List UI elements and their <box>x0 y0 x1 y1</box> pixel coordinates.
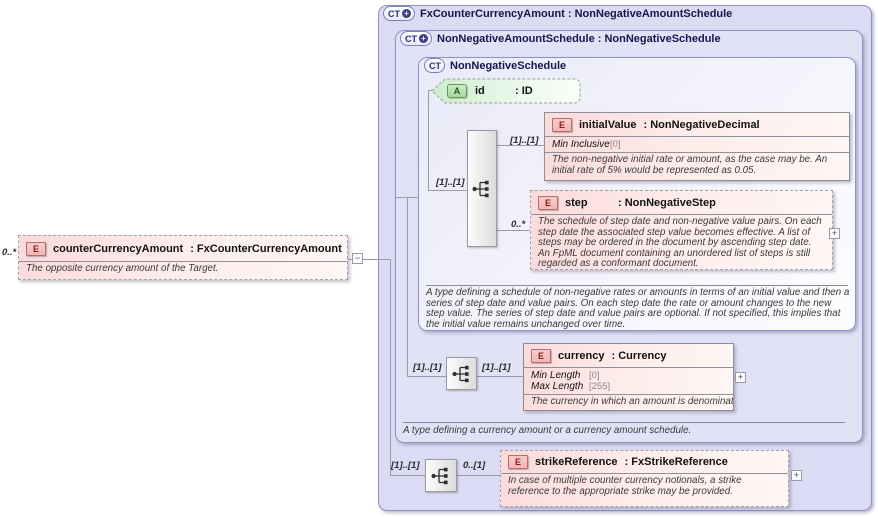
fx-type-header: CT + FxCounterCurrencyAmount : NonNegati… <box>383 6 732 21</box>
element-badge: E <box>552 117 572 132</box>
cardinality-label: 0..* <box>2 247 17 258</box>
element-description: The opposite currency amount of the Targ… <box>26 263 219 274</box>
nns-type-title: NonNegativeSchedule <box>450 59 567 72</box>
connector-line <box>497 230 530 231</box>
element-header: E currency : Currency <box>524 344 733 368</box>
element-initial-value[interactable]: E initialValue : NonNegativeDecimal Min … <box>544 112 850 181</box>
facet-list: Min Inclusive [0] <box>545 137 849 153</box>
facet-value: [0] <box>589 370 600 381</box>
cardinality-label: [1]..[1] <box>510 135 539 146</box>
sequence-compositor[interactable] <box>446 357 477 390</box>
element-type: : NonNegativeStep <box>618 196 716 209</box>
connector-line <box>390 475 425 476</box>
cardinality-label: 0..[1] <box>463 460 486 471</box>
expand-toggle-currency[interactable]: + <box>735 372 746 383</box>
badge-label: CT <box>429 60 441 71</box>
facet-label: Max Length <box>531 381 584 392</box>
element-currency[interactable]: E currency : Currency Min Length [0] Max… <box>523 343 734 411</box>
sequence-icon <box>431 467 448 484</box>
attribute-type: : ID <box>515 85 533 97</box>
connector-line <box>395 197 418 198</box>
facet-list: Min Length [0] Max Length [255] <box>524 368 733 395</box>
expand-toggle-strike-reference[interactable]: + <box>791 470 802 481</box>
element-name: currency <box>558 349 605 362</box>
facet-label: Min Length <box>531 370 581 381</box>
connector-line <box>428 90 429 191</box>
nns-type-description: A type defining a schedule of non-negati… <box>426 287 850 330</box>
complex-type-badge: CT + <box>383 6 415 21</box>
cardinality-label: 0..* <box>511 219 526 230</box>
element-badge: E <box>26 241 46 256</box>
element-type: : Currency <box>611 349 667 362</box>
badge-label: CT <box>388 8 400 19</box>
element-header: E initialValue : NonNegativeDecimal <box>545 113 849 137</box>
nnas-type-header: CT + NonNegativeAmountSchedule : NonNega… <box>400 31 721 46</box>
cardinality-label: [1]..[1] <box>482 362 511 373</box>
cardinality-label: [1]..[1] <box>413 362 442 373</box>
facet-row: Max Length [255] <box>531 381 726 392</box>
sequence-compositor[interactable] <box>425 459 457 492</box>
derived-plus-icon[interactable]: + <box>419 34 428 43</box>
attribute-id-row: A id : ID <box>447 84 533 98</box>
element-type: : FxCounterCurrencyAmount <box>190 242 342 255</box>
element-name: initialValue <box>579 118 637 131</box>
sequence-compositor[interactable] <box>467 130 497 247</box>
cardinality-label: [1]..[1] <box>436 177 465 188</box>
attribute-badge: A <box>447 84 467 98</box>
facet-label: Min Inclusive <box>552 139 610 150</box>
element-counter-currency-amount[interactable]: E counterCurrencyAmount : FxCounterCurre… <box>18 235 348 280</box>
nns-type-header: CT NonNegativeSchedule <box>424 58 566 73</box>
badge-label: CT <box>405 33 417 44</box>
attribute-name: id <box>475 85 485 97</box>
facet-value: [255] <box>589 381 611 392</box>
sequence-icon <box>472 180 489 197</box>
complex-type-badge: CT + <box>400 31 432 46</box>
element-name: counterCurrencyAmount <box>53 242 184 255</box>
facet-value: [0] <box>610 139 621 150</box>
element-strike-reference[interactable]: E strikeReference : FxStrikeReference In… <box>500 450 789 507</box>
divider <box>403 422 845 423</box>
element-header: E strikeReference : FxStrikeReference <box>501 451 788 474</box>
derived-plus-icon[interactable]: + <box>402 9 411 18</box>
element-description: The currency in which an amount is denom… <box>531 396 734 407</box>
connector-line <box>497 145 544 146</box>
element-badge: E <box>508 455 528 469</box>
element-name: step <box>565 196 588 209</box>
expand-toggle-step[interactable]: + <box>829 228 840 239</box>
attribute-id-shape[interactable] <box>431 77 583 105</box>
facet-row: Min Length [0] <box>531 370 726 381</box>
divider <box>426 285 848 286</box>
cardinality-label: [1]..[1] <box>391 460 420 471</box>
facet-row: Min Inclusive [0] <box>552 139 842 150</box>
element-step[interactable]: E step : NonNegativeStep The schedule of… <box>530 190 833 270</box>
connector-line <box>428 190 467 191</box>
collapse-toggle[interactable]: − <box>352 253 363 264</box>
element-description: The schedule of step date and non-negati… <box>538 216 822 269</box>
element-type: : FxStrikeReference <box>624 456 728 468</box>
connector-line <box>407 197 408 377</box>
element-header: E counterCurrencyAmount : FxCounterCurre… <box>19 236 347 262</box>
element-description: In case of multiple counter currency not… <box>508 475 742 497</box>
fx-type-title: FxCounterCurrencyAmount : NonNegativeAmo… <box>420 7 733 20</box>
connector-line <box>477 376 523 377</box>
element-badge: E <box>538 195 558 210</box>
element-header: E step : NonNegativeStep <box>531 191 832 215</box>
connector-line <box>390 259 391 476</box>
connector-line <box>407 376 446 377</box>
nnas-type-title: NonNegativeAmountSchedule : NonNegativeS… <box>437 32 721 45</box>
sequence-icon <box>452 365 469 382</box>
element-description: The non-negative initial rate or amount,… <box>552 154 828 176</box>
connector-line <box>457 475 500 476</box>
connector-line <box>348 259 390 260</box>
element-type: : NonNegativeDecimal <box>643 118 760 131</box>
complex-type-badge: CT <box>424 58 445 73</box>
nnas-type-description: A type defining a currency amount or a c… <box>403 425 692 436</box>
element-badge: E <box>531 348 551 363</box>
element-name: strikeReference <box>535 456 618 468</box>
